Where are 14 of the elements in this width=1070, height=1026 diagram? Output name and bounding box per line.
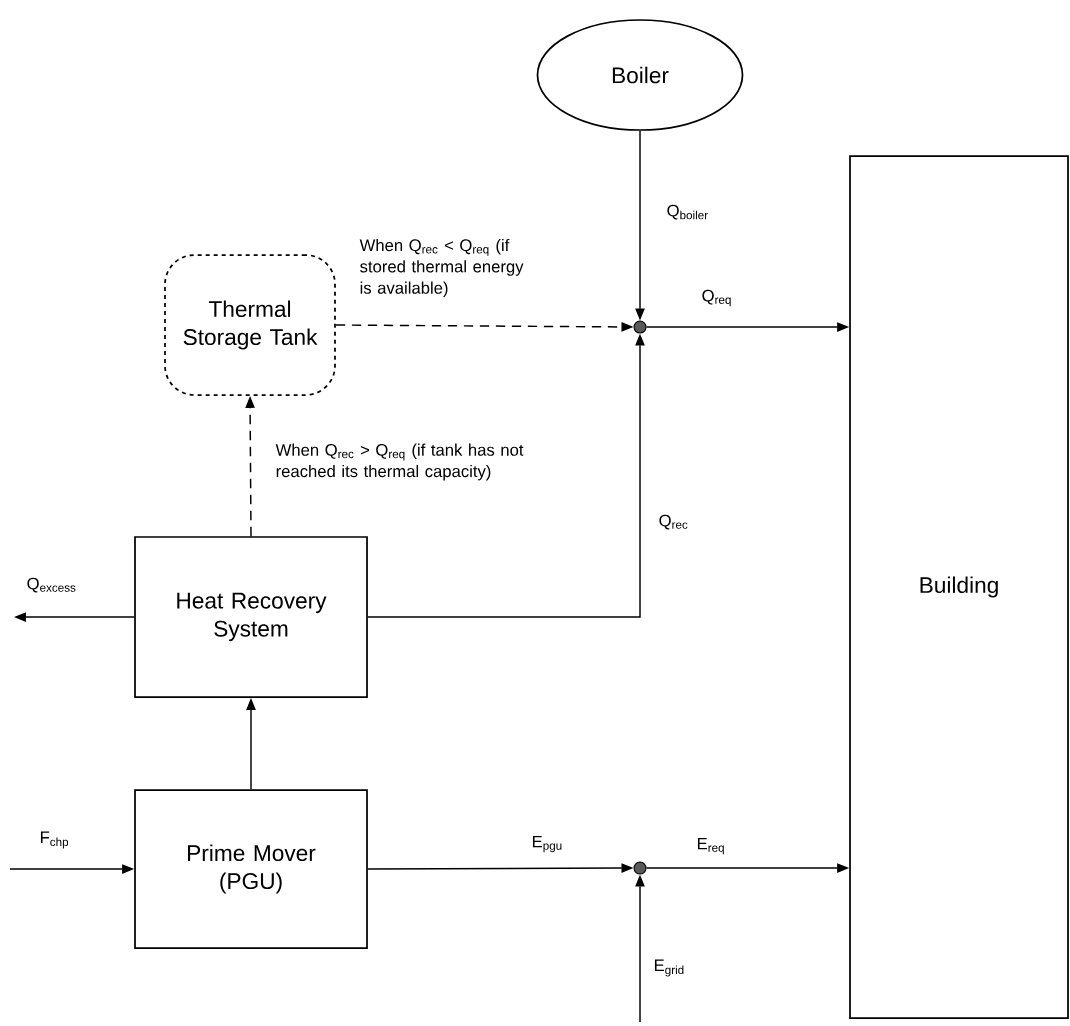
edge-label: Q$_{rec}$ [657, 513, 690, 531]
building-box: Building [849, 155, 1069, 1019]
edge-label: E$_{grid}$ [652, 958, 687, 978]
edge-label: F$_{chp}$ [38, 830, 71, 850]
edge-label: Q$_{excess}$ [25, 576, 78, 594]
edge-label: Q$_{boiler}$ [665, 203, 711, 221]
edge-label: E$_{req}$ [695, 836, 727, 856]
edge-label: E$_{pgu}$ [530, 834, 565, 854]
edge-label: When Q$_{rec}$ < Q$_{req}$ (if stored thermal energy is available) [358, 237, 539, 299]
process-box: Prime Mover (PGU) [134, 789, 368, 949]
storage-tank: Thermal Storage Tank [164, 254, 336, 396]
edge-label: When Q$_{rec}$ > Q$_{req}$ (if tank has not reached its thermal capacity) [274, 442, 527, 482]
process-box: Heat Recovery System [134, 536, 368, 698]
edge-label: Q$_{req}$ [700, 288, 734, 308]
